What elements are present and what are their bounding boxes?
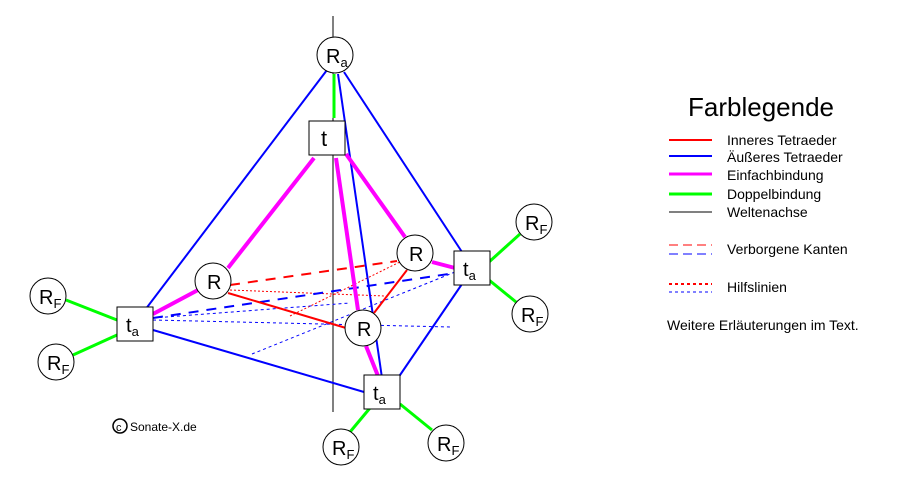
node-rf-3-label: RF xyxy=(525,213,547,237)
node-rf-2: RF xyxy=(37,343,75,381)
copyright-icon xyxy=(112,418,128,434)
legend-note: Weitere Erläuterungen im Text. xyxy=(667,317,859,333)
inner-tetrahedron xyxy=(227,269,408,329)
node-ta-bottom-label: ta xyxy=(373,383,387,407)
node-r-right: R xyxy=(396,234,434,272)
single-bonds xyxy=(152,152,456,377)
node-rf-5-label: RF xyxy=(332,438,354,462)
node-ta-left-label: ta xyxy=(126,315,140,339)
legend-inner: Inneres Tetraeder xyxy=(727,132,837,148)
double-bonds xyxy=(65,74,522,433)
node-r-front-label: R xyxy=(357,319,371,341)
node-ta-right-label: ta xyxy=(463,259,477,283)
node-rf-1: RF xyxy=(29,277,67,315)
node-r-right-label: R xyxy=(409,244,423,266)
node-t-center-label: t xyxy=(321,126,327,151)
node-t-center: t xyxy=(308,120,346,156)
copyright-c: c xyxy=(116,422,122,434)
node-r-front: R xyxy=(344,309,382,347)
legend-outer: Äußeres Tetraeder xyxy=(727,149,843,165)
node-rf-4: RF xyxy=(511,295,549,333)
legend-swatches xyxy=(669,139,712,293)
node-rf-4-label: RF xyxy=(521,305,543,329)
legend-single: Einfachbindung xyxy=(727,167,824,183)
copyright-text: Sonate-X.de xyxy=(130,420,197,434)
node-r-left-label: R xyxy=(207,272,221,294)
outer-tetrahedron xyxy=(144,69,463,393)
legend-axis: Weltenachse xyxy=(727,204,808,220)
hidden-edges xyxy=(152,260,456,319)
node-ra-top-label: Ra xyxy=(326,46,348,70)
node-rf-6-label: RF xyxy=(437,434,459,458)
node-ra-top: Ra xyxy=(316,36,354,74)
node-rf-3: RF xyxy=(515,203,553,241)
node-ta-right: ta xyxy=(453,250,491,286)
node-rf-5: RF xyxy=(322,428,360,466)
node-rf-6: RF xyxy=(427,424,465,462)
legend-title: Farblegende xyxy=(688,92,834,122)
legend-helper: Hilfslinien xyxy=(727,279,787,295)
legend-double: Doppelbindung xyxy=(727,186,821,202)
legend-hidden: Verborgene Kanten xyxy=(727,241,848,257)
node-r-left: R xyxy=(194,262,232,300)
node-ta-bottom: ta xyxy=(363,374,401,410)
node-rf-2-label: RF xyxy=(47,353,69,377)
node-rf-1-label: RF xyxy=(39,287,61,311)
node-ta-left: ta xyxy=(116,306,154,342)
